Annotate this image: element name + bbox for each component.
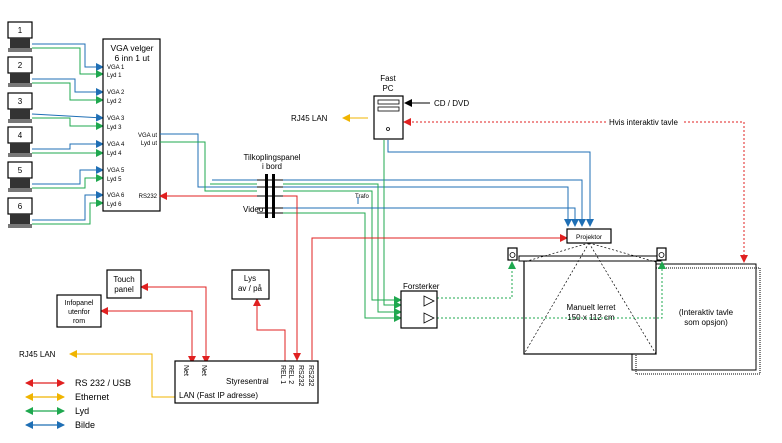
speaker-wiring [437,261,666,319]
source-label: 5 [18,166,23,175]
projector: Projektor [566,228,612,244]
control-unit-title: Styresentral [226,377,269,386]
vga-input-label: VGA 6 [107,193,125,199]
source-label: 1 [18,26,23,35]
audio-input-label: Lyd 3 [107,125,122,131]
projector-label: Projektor [576,234,603,241]
legend-item-audio: Lyd [25,406,89,416]
port-label: REL 1 [279,365,286,384]
legend-item-rs232: RS 232 / USB [25,378,131,388]
audio-out-label: Lyd ut [141,141,157,147]
source-cables [31,43,104,225]
speaker-icon [507,247,518,261]
projection-screen: Manuelt lerret 150 x 112 cm (Interaktiv … [518,242,761,375]
pc-lan-label: RJ45 LAN [291,114,328,123]
amplifier-label: Forsterker [403,282,440,291]
lights-subtitle: av / på [238,284,263,293]
vga-input-label: VGA 2 [107,90,125,96]
laptop-icon: 1 [7,21,33,52]
touch-panel: Touch panel [106,269,142,299]
port-label: RS232 [297,365,304,387]
vga-selector-title: VGA velger [111,43,154,53]
audio-input-label: Lyd 2 [107,99,122,105]
source-label: 4 [18,131,23,140]
legend-label: Ethernet [75,392,110,402]
amplifier: Forsterker [400,282,440,329]
laptop-icon: 6 [7,197,33,228]
source-label: 2 [18,61,23,70]
port-label: REL 2 [287,365,294,384]
laptop-icon: 4 [7,126,33,157]
legend-label: Lyd [75,406,89,416]
ethernet-wiring [69,114,368,398]
port-label: Net [200,365,207,376]
audio-input-label: Lyd 5 [107,177,122,183]
lights-panel: Lys av / på [231,269,270,300]
laptop-icon: 5 [7,161,33,192]
vga-input-label: VGA 4 [107,142,125,148]
laptop-icon: 2 [7,56,33,87]
video-label: Video [243,205,264,214]
vga-selector: VGA velger 6 inn 1 ut VGA 1 Lyd 1 VGA 2 … [102,38,161,212]
left-lan-label: RJ45 LAN [19,350,56,359]
pc-title: Fast [380,74,396,83]
screen-size: 150 x 112 cm [567,313,615,322]
port-label: Net [182,365,189,376]
rs232-label: RS232 [139,194,158,200]
legend-item-ethernet: Ethernet [25,392,110,402]
lights-title: Lys [244,274,256,283]
signal-wiring [160,133,594,322]
control-unit-lan: LAN (Fast IP adresse) [179,391,258,400]
vga-selector-subtitle: 6 inn 1 ut [115,53,151,63]
vga-input-label: VGA 3 [107,116,125,122]
connection-panel: Tilkoplingspanel i bord Video Trafo [243,153,369,218]
audio-input-label: Lyd 1 [107,73,122,79]
pc-subtitle: PC [382,84,393,93]
laptop-icon: 3 [7,92,33,123]
vga-input-label: VGA 5 [107,168,125,174]
info-panel-title: Infopanel [65,300,94,307]
legend-item-video: Bilde [25,420,95,430]
vga-input-label: VGA 1 [107,65,125,71]
interactive-note: Hvis interaktiv tavle [609,118,678,127]
port-label: RS232 [307,365,314,387]
screen-title: Manuelt lerret [567,303,617,312]
trafo-label: Trafo [355,194,369,200]
speaker-icon [656,247,667,261]
source-label: 6 [18,202,23,211]
legend-label: RS 232 / USB [75,378,131,388]
control-wiring [100,118,748,364]
touch-panel-subtitle: panel [114,285,134,294]
info-panel: Infopanel utenfor rom [56,294,102,328]
legend-label: Bilde [75,420,95,430]
fixed-pc: Fast PC RJ45 LAN CD / DVD Hvis interakti… [291,74,682,140]
control-unit: Styresentral LAN (Fast IP adresse) Net N… [174,360,319,404]
legend: RS 232 / USB Ethernet Lyd Bilde [25,378,131,430]
pc-tower-icon [373,95,404,140]
vga-out-label: VGA ut [138,133,157,139]
source-label: 3 [18,97,23,106]
source-laptops: 1 2 3 4 5 6 [7,21,33,228]
cd-dvd-label: CD / DVD [434,99,469,108]
panel-title: Tilkoplingspanel [243,153,300,162]
audio-input-label: Lyd 4 [107,151,122,157]
touch-panel-title: Touch [113,275,134,284]
interactive-board-option: som opsjon) [684,318,728,327]
info-panel-line3: rom [73,318,85,325]
audio-input-label: Lyd 6 [107,202,122,208]
interactive-board-label: (Interaktiv tavle [679,308,734,317]
info-panel-line2: utenfor [68,309,90,316]
panel-subtitle: i bord [262,162,282,171]
